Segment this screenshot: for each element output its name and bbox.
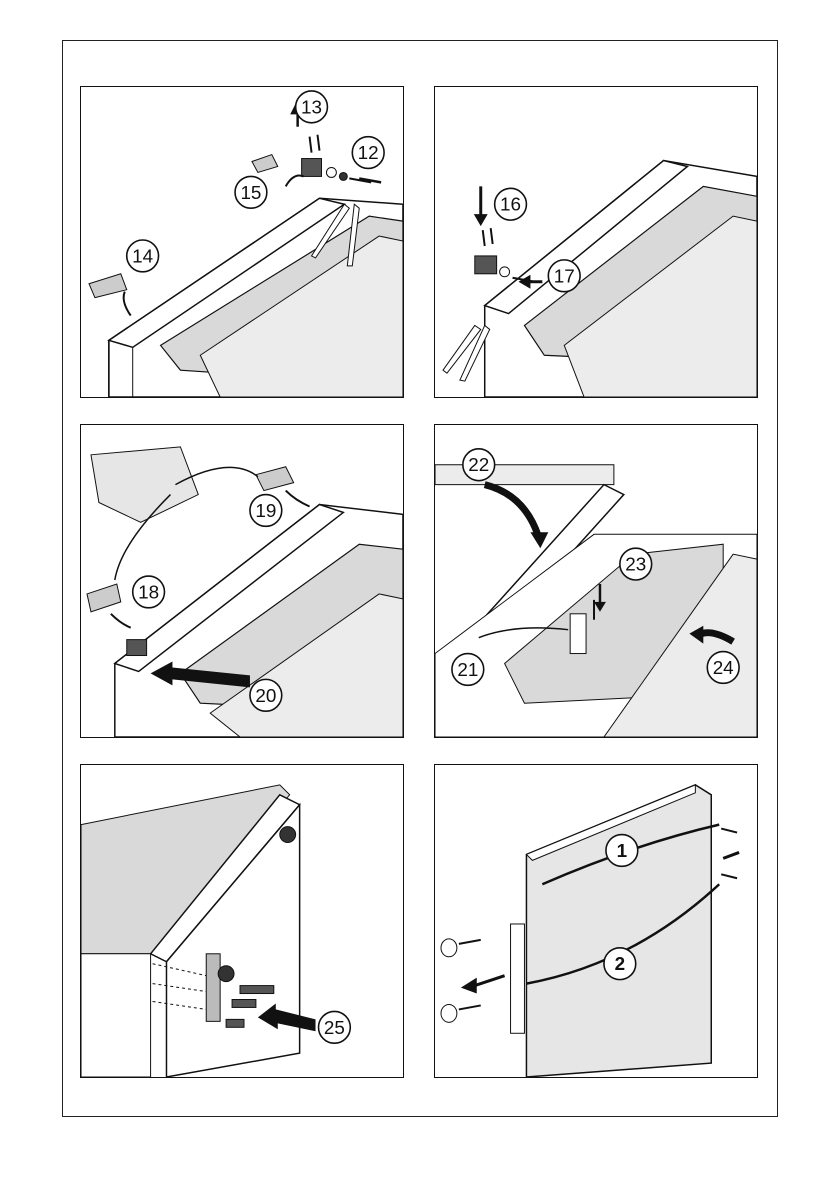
hinge-icon (302, 159, 322, 177)
step-label-19: 19 (255, 500, 276, 521)
step-label-17: 17 (554, 265, 575, 286)
step-label-15: 15 (240, 182, 261, 203)
step-label-25: 25 (324, 1017, 345, 1038)
illustration-mount-door: 22 23 21 24 (435, 425, 757, 737)
panel-step-25: 25 (80, 764, 404, 1078)
panel-step-21-24: 22 23 21 24 (434, 424, 758, 738)
panel-step-1-2: 1 2 (434, 764, 758, 1078)
panel-step-16-17: 16 17 (434, 86, 758, 398)
handle-icon (511, 924, 525, 1033)
step-label-13: 13 (301, 96, 322, 117)
illustration-fit-covers: 19 18 20 (81, 425, 403, 737)
panel-step-18-20: 19 18 20 (80, 424, 404, 738)
illustration-refit-hinge: 16 17 (435, 87, 757, 397)
panel-step-12-15: 13 12 15 14 (80, 86, 404, 398)
step-label-16: 16 (500, 194, 521, 215)
hinge-icon (475, 256, 497, 274)
illustration-swap-handle: 1 2 (435, 765, 757, 1077)
step-label-2: 2 (615, 953, 626, 974)
accessory-bag-icon (91, 447, 198, 523)
step-label-24: 24 (713, 657, 734, 678)
step-label-21: 21 (457, 659, 478, 680)
step-label-23: 23 (625, 554, 646, 575)
cover-cap-icon (89, 274, 127, 298)
step-label-12: 12 (358, 142, 379, 163)
bracket-icon (206, 954, 220, 1022)
hinge-icon (570, 614, 586, 654)
step-label-1: 1 (617, 840, 628, 861)
door-panel-icon (526, 785, 711, 1077)
step-label-18: 18 (138, 581, 159, 602)
illustration-remove-hinge: 13 12 15 14 (81, 87, 403, 397)
step-label-14: 14 (132, 245, 153, 266)
hinge-icon (127, 640, 147, 656)
step-label-20: 20 (255, 685, 276, 706)
illustration-attach-bracket: 25 (81, 765, 403, 1077)
step-label-22: 22 (468, 454, 489, 475)
